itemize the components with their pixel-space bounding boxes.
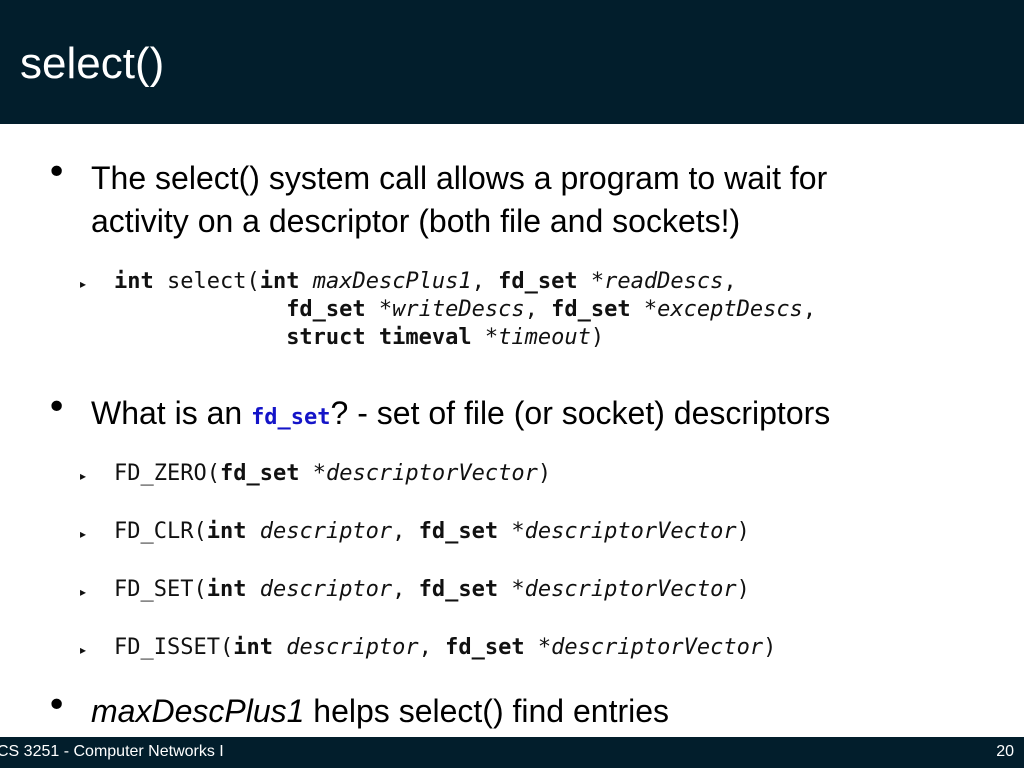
bullet-1-line-1: The select() system call allows a progra…	[91, 160, 828, 196]
bullet-dot: •	[46, 152, 68, 193]
bullet-1-line-2: activity on a descriptor (both file and …	[91, 203, 741, 239]
signature-line-1: int select(int maxDescPlus1, fd_set *rea…	[114, 269, 737, 294]
sub-bullet-marker: ▸	[80, 585, 87, 599]
signature-line-2: fd_set *writeDescs, fd_set *exceptDescs,	[286, 297, 817, 322]
page-number: 20	[996, 743, 1014, 760]
fd-isset-macro: FD_ISSET(int descriptor, fd_set *descrip…	[114, 635, 777, 660]
slide-title: select()	[20, 39, 165, 88]
fd-set-code: fd_set	[251, 405, 331, 430]
signature-line-3: struct timeval *timeout)	[286, 325, 605, 350]
course-name: CS 3251 - Computer Networks I	[0, 743, 224, 760]
select-signature: int select(int maxDescPlus1, fd_set *rea…	[114, 268, 816, 352]
bullet-dot: •	[46, 387, 68, 428]
slide-header: select()	[0, 0, 1024, 124]
bullet-2-text: What is an fd_set? - set of file (or soc…	[91, 395, 831, 431]
fd-zero-macro: FD_ZERO(fd_set *descriptorVector)	[114, 461, 552, 486]
fd-clr-macro: FD_CLR(int descriptor, fd_set *descripto…	[114, 519, 750, 544]
sub-bullet-marker: ▸	[80, 527, 87, 541]
fd-set-macro: FD_SET(int descriptor, fd_set *descripto…	[114, 577, 750, 602]
sub-bullet-marker: ▸	[80, 277, 87, 291]
bullet-3-text: maxDescPlus1 helps select() find entries	[91, 693, 670, 729]
bullet-1-text: The select() system call allows a progra…	[91, 157, 827, 243]
sub-bullet-marker: ▸	[80, 469, 87, 483]
slide-footer: CS 3251 - Computer Networks I 20	[0, 737, 1024, 768]
bullet-dot: •	[46, 685, 68, 726]
sub-bullet-marker: ▸	[80, 643, 87, 657]
